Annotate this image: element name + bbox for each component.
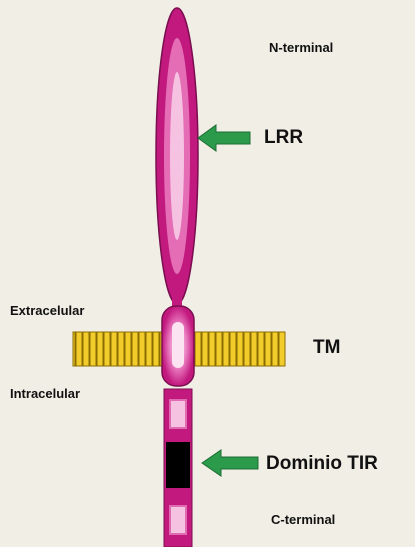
tm-label: TM bbox=[313, 337, 340, 359]
tir-domain-block bbox=[166, 442, 190, 488]
n-terminal-label: N-terminal bbox=[269, 40, 333, 55]
dominio-tir-label: Dominio TIR bbox=[266, 453, 378, 475]
extracelular-label: Extracelular bbox=[10, 303, 84, 318]
left-arrow-icon bbox=[198, 125, 250, 151]
intracelular-label: Intracelular bbox=[10, 386, 80, 401]
left-arrow-icon bbox=[202, 450, 258, 476]
lrr-label: LRR bbox=[264, 127, 303, 149]
intracellular-tail bbox=[164, 389, 192, 547]
lrr-domain bbox=[156, 8, 198, 304]
transmembrane-segment bbox=[162, 306, 194, 386]
c-terminal-label: C-terminal bbox=[271, 512, 335, 527]
